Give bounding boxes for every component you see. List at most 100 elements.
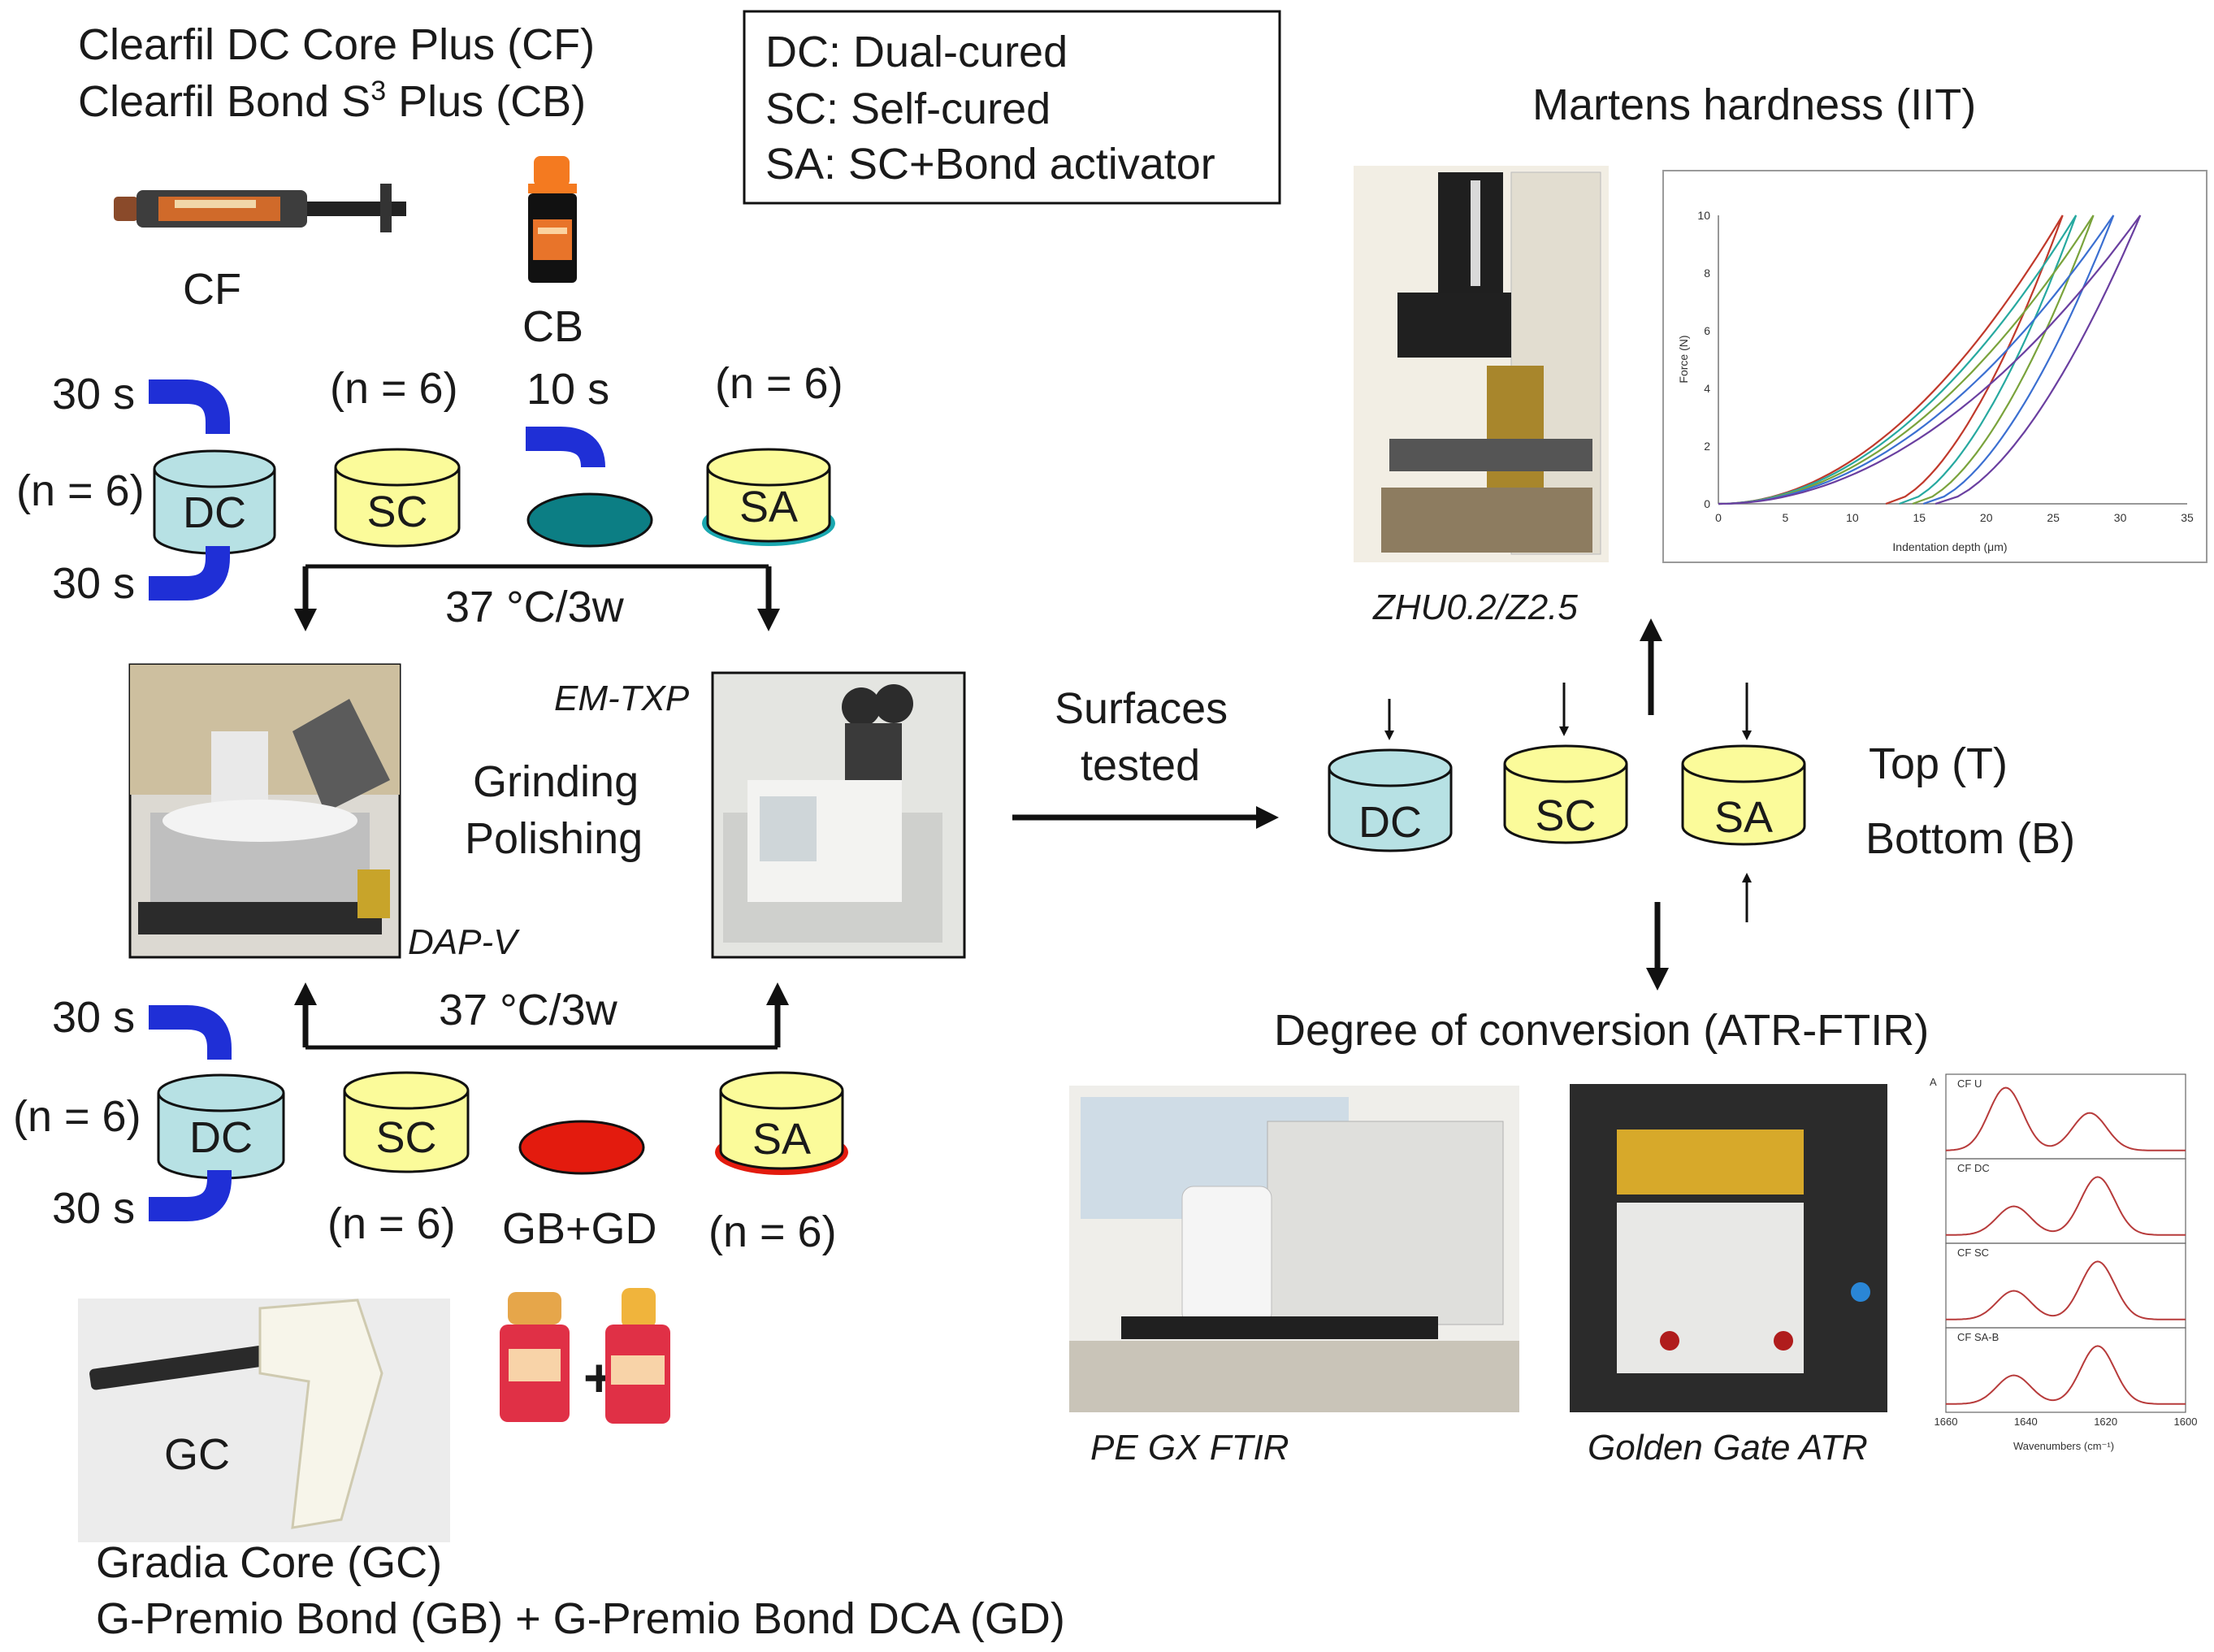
spectrum-line [1945, 1086, 2186, 1151]
zhu-label: ZHU0.2/Z2.5 [1372, 588, 1578, 627]
legend-dc: DC: Dual-cured [765, 28, 1068, 76]
polishing-label: Polishing [465, 814, 643, 863]
spectrum-xtick-label: 1660 [1935, 1416, 1958, 1428]
spectrum-panel-label: CF SA-B [1957, 1331, 1999, 1343]
fd-xtick-label: 5 [1783, 511, 1789, 524]
dc-bottom-label: DC [189, 1113, 253, 1162]
dap-v-label: DAP-V [408, 922, 520, 962]
gb-gd-name-label: G-Premio Bond (GB) + G-Premio Bond DCA (… [96, 1594, 1065, 1643]
n-dc-bottom-label: (n = 6) [13, 1092, 141, 1141]
em-txp-label: EM-TXP [554, 679, 690, 718]
fd-xtick-label: 15 [1913, 511, 1926, 524]
gc-name-label: Gradia Core (GC) [96, 1538, 442, 1587]
sa-cylinder-bottom: SA [715, 1071, 848, 1175]
spectrum-panel-label: CF DC [1957, 1162, 1990, 1174]
dc-cylinder-top: DC [153, 449, 276, 555]
fd-ytick-label: 0 [1704, 497, 1710, 510]
spectra-ylabel: A [1930, 1076, 1937, 1088]
sa-test-label: SA [1714, 793, 1773, 842]
fd-xtick-label: 20 [1980, 511, 1993, 524]
fd-ytick-label: 8 [1704, 267, 1710, 280]
top-surface-label: Top (T) [1869, 739, 2008, 788]
atr-label: Golden Gate ATR [1588, 1428, 1868, 1468]
light-cure-bottom-icon-2 [149, 1170, 232, 1221]
spectrum-xtick-label: 1640 [2014, 1416, 2038, 1428]
sa-cylinder-test: SA [1681, 744, 1806, 846]
fd-ytick-label: 4 [1704, 382, 1710, 395]
fd-xtick-label: 10 [1846, 511, 1859, 524]
storage-top-label: 37 °C/3w [445, 583, 625, 631]
dc-cylinder-bottom: DC [157, 1073, 285, 1180]
cure-time-top-label-2: 30 s [52, 993, 135, 1042]
cb-bottle-image [528, 156, 577, 283]
gb-gd-short-label: GB+GD [502, 1204, 657, 1253]
dc-top-label: DC [183, 488, 246, 537]
dc-cylinder-test: DC [1328, 748, 1453, 852]
sc-cylinder-test: SC [1503, 744, 1628, 844]
spectrum-xtick-label: 1600 [2174, 1416, 2198, 1428]
spectrum-panel-label: CF SC [1957, 1247, 1989, 1259]
spectrum-xtick-label: 1620 [2094, 1416, 2117, 1428]
n-sc-bottom-label: (n = 6) [327, 1199, 456, 1248]
dc-test-label: DC [1358, 798, 1422, 847]
spectrum-panel-frame [1945, 1327, 2186, 1413]
sa-cylinder-top: SA [702, 448, 835, 546]
gc-short-label: GC [164, 1430, 230, 1479]
sc-cylinder-bottom: SC [343, 1071, 470, 1173]
surfaces-label-2: tested [1081, 741, 1200, 790]
sc-test-label: SC [1535, 791, 1596, 840]
ftir-label: PE GX FTIR [1090, 1428, 1289, 1468]
spectrum-line [1946, 1176, 2186, 1236]
gb-bottle-image [500, 1292, 570, 1422]
fd-xlabel: Indentation depth (μm) [1892, 540, 2007, 553]
n-sc-top-label: (n = 6) [330, 364, 458, 413]
cb-bond-layer [526, 492, 653, 548]
light-cure-bottom-icon [149, 546, 230, 601]
light-cure-bond-icon [526, 427, 605, 468]
gd-bottle-image [605, 1288, 670, 1424]
ftir-spectra-chart: A CF U CF DC CF SC CF SA-B 1660 1640 1620 1600… [1930, 1071, 2197, 1452]
sc-bottom-label: SC [375, 1113, 436, 1162]
zhu-instrument-photo [1354, 166, 1609, 562]
light-cure-top-icon-2 [149, 1005, 232, 1060]
fd-series-line [1718, 215, 2095, 505]
sc-cylinder-top: SC [334, 448, 461, 548]
bottom-surface-label: Bottom (B) [1865, 814, 2075, 863]
fd-series-line [1718, 215, 2115, 505]
sc-top-label: SC [366, 488, 427, 536]
atr-photo [1570, 1084, 1887, 1412]
spectrum-line [1946, 1345, 2186, 1405]
cure-time-bottom-label-2: 30 s [52, 1184, 135, 1233]
fd-ytick-label: 6 [1704, 324, 1710, 337]
legend-sc: SC: Self-cured [765, 85, 1051, 133]
dap-v-photo [128, 663, 401, 959]
conversion-title: Degree of conversion (ATR-FTIR) [1274, 1006, 1929, 1055]
spectrum-panel-label: CF U [1957, 1077, 1982, 1090]
ftir-photo [1069, 1086, 1519, 1412]
fd-ytick-label: 2 [1704, 440, 1710, 453]
hardness-title: Martens hardness (IIT) [1532, 80, 1976, 129]
n-sa-bottom-label: (n = 6) [708, 1208, 837, 1256]
legend-box: DC: Dual-cured SC: Self-cured SA: SC+Bon… [743, 10, 1281, 205]
cb-name-label: Clearfil Bond S3 Plus (CB) [78, 76, 586, 126]
gc-dispenser-photo [78, 1299, 450, 1542]
fd-ytick-label: 10 [1697, 209, 1710, 222]
storage-bottom-label: 37 °C/3w [439, 986, 618, 1034]
sa-bottom-label: SA [752, 1115, 811, 1164]
cure-time-bottom-label: 30 s [52, 559, 135, 608]
cf-name-label: Clearfil DC Core Plus (CF) [78, 20, 595, 69]
spectra-xlabel: Wavenumbers (cm⁻¹) [2013, 1440, 2114, 1452]
cb-short-label: CB [522, 302, 583, 351]
fd-series-line [1718, 215, 2142, 505]
n-dc-top-label: (n = 6) [16, 466, 145, 515]
n-sa-top-label: (n = 6) [715, 359, 843, 408]
cure-time-top-label: 30 s [52, 370, 135, 418]
legend-sa: SA: SC+Bond activator [765, 140, 1215, 189]
fd-xtick-label: 0 [1715, 511, 1722, 524]
fd-xtick-label: 35 [2181, 511, 2194, 524]
surfaces-label-1: Surfaces [1055, 684, 1228, 733]
grinding-label: Grinding [473, 757, 639, 806]
